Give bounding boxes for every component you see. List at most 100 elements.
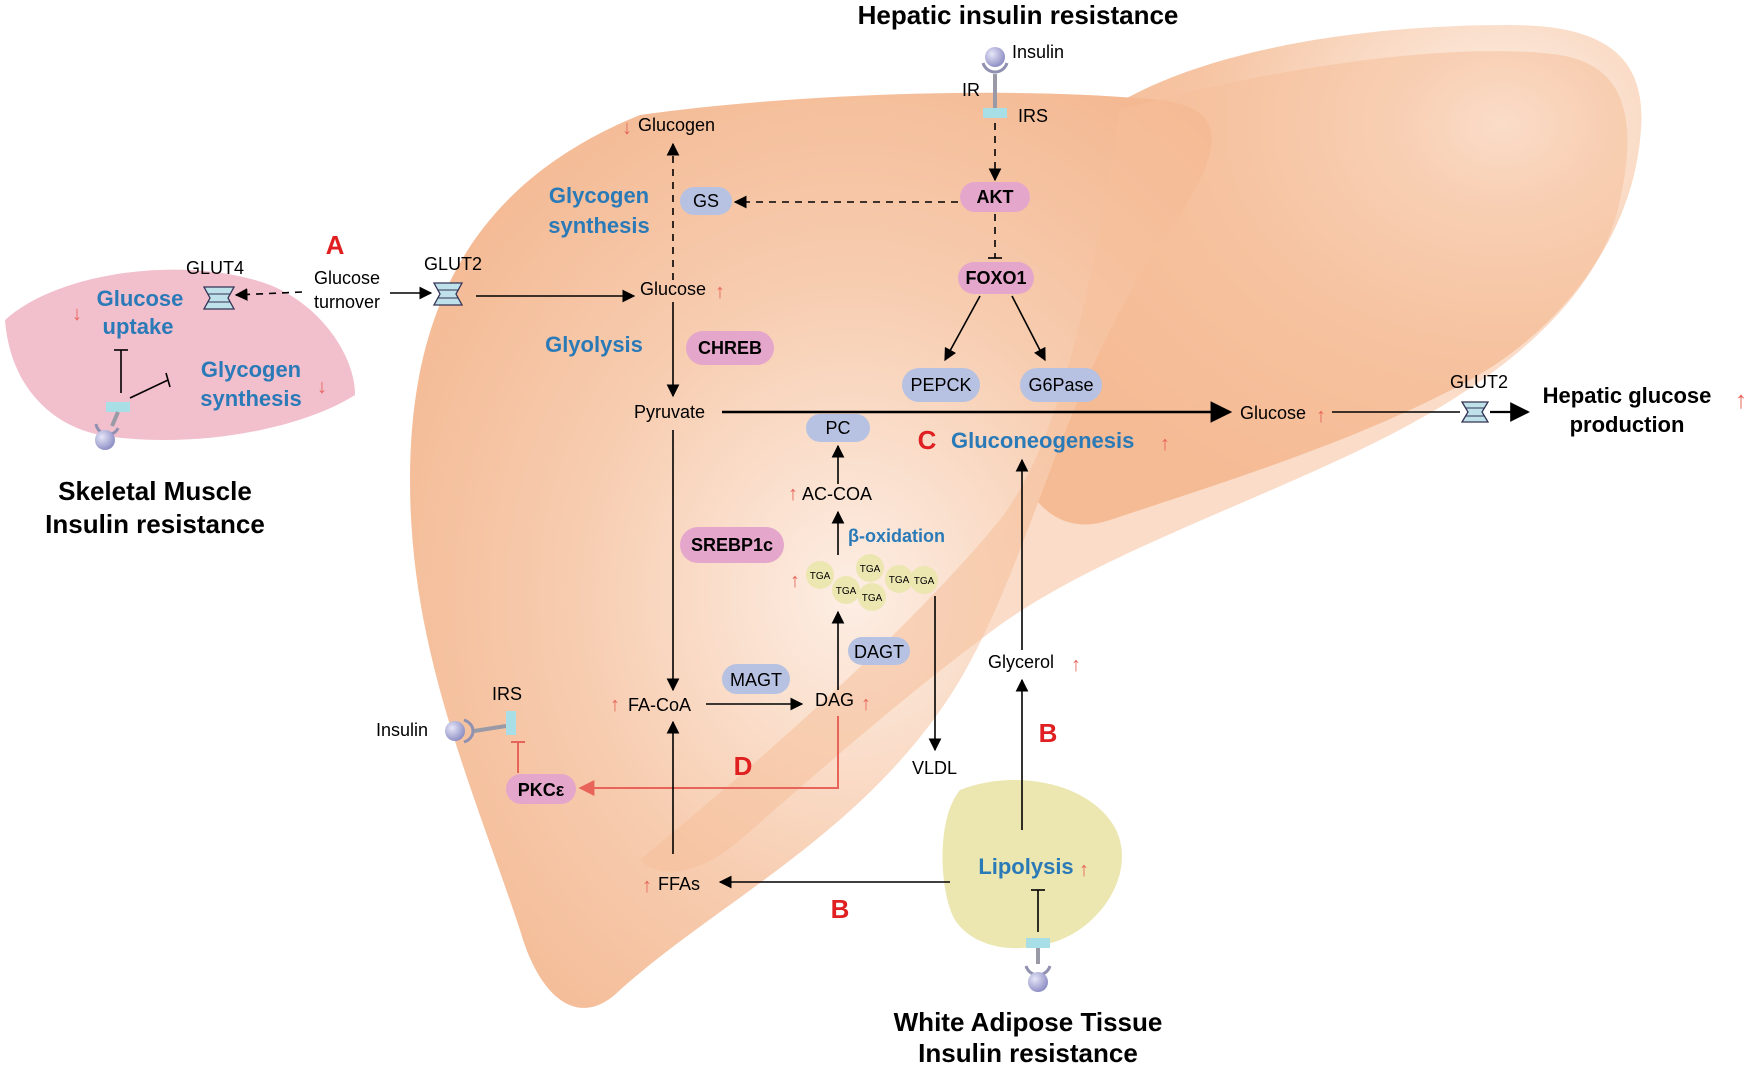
tga-label-4: TGA	[862, 593, 883, 604]
akt-pill	[960, 182, 1030, 212]
muscle-glycogen-bar	[165, 372, 171, 388]
facoa-up-arrow: ↑	[610, 694, 620, 716]
glucose-uptake-down-arrow: ↓	[72, 303, 82, 325]
glucose-turnover-l2: turnover	[314, 292, 380, 312]
dag-up-arrow: ↑	[861, 693, 871, 715]
tga-up-arrow: ↑	[790, 570, 800, 592]
glucose-out-up-arrow: ↑	[1316, 405, 1326, 427]
accoa-up-arrow: ↑	[788, 483, 798, 505]
gluconeogenesis-up-arrow: ↑	[1160, 433, 1170, 455]
muscle-title-line1: Skeletal Muscle	[58, 476, 252, 506]
ffas-label: FFAs	[658, 874, 700, 894]
liver-body	[640, 51, 1628, 872]
magt-pill	[722, 664, 790, 694]
tga-label-2: TGA	[836, 586, 857, 597]
adipose-insulin-ligand-icon	[1028, 972, 1048, 992]
ac-coa-label: AC-COA	[802, 484, 872, 504]
tga-label-6: TGA	[914, 576, 935, 587]
liver-glycogen-synthesis-l2: synthesis	[548, 213, 650, 238]
muscle-glucose-uptake-l1: Glucose	[97, 286, 184, 311]
g6pase-pill	[1020, 368, 1102, 402]
glut2-right-label: GLUT2	[1450, 372, 1508, 392]
glucose-out-label: Glucose	[1240, 403, 1306, 423]
adipose-title-line2: Insulin resistance	[918, 1038, 1138, 1068]
left-receptor-stem	[473, 724, 507, 733]
irs-block-icon	[983, 108, 1007, 118]
irs-top-label: IRS	[1018, 106, 1048, 126]
gluconeogenesis-label: Gluconeogenesis	[951, 428, 1134, 453]
hepatic-output-up-arrow: ↑	[1735, 387, 1747, 414]
dagt-label: DAGT	[854, 642, 904, 662]
glucose-mid-up-arrow: ↑	[715, 281, 725, 303]
muscle-glycogen-down-arrow: ↓	[317, 376, 327, 398]
gs-label: GS	[693, 191, 719, 211]
irs-left-block-icon	[506, 711, 516, 735]
glycerol-label: Glycerol	[988, 652, 1054, 672]
g6pase-label: G6Pase	[1028, 375, 1093, 395]
marker-b-ffas: B	[831, 894, 850, 924]
insulin-ligand-icon	[985, 47, 1005, 67]
muscle-receptor-stem	[110, 411, 120, 427]
srebp1c-pill	[680, 527, 784, 563]
tga-label-5: TGA	[889, 575, 910, 586]
tga-label-3: TGA	[860, 564, 881, 575]
akt-label: AKT	[977, 187, 1014, 207]
hepatic-output-l2: production	[1570, 412, 1685, 437]
insulin-left-ligand-icon	[445, 721, 465, 741]
insulin-left-receptor-icon	[463, 718, 475, 744]
magt-label: MAGT	[730, 670, 782, 690]
lipolysis-up-arrow: ↑	[1079, 859, 1089, 881]
pepck-pill	[902, 368, 980, 402]
marker-b-glycerol: B	[1039, 718, 1058, 748]
irs-left-label: IRS	[492, 684, 522, 704]
muscle-glycogen-l2: synthesis	[200, 386, 302, 411]
white-adipose-tissue	[942, 780, 1122, 949]
muscle-glycogen-l1: Glycogen	[201, 357, 301, 382]
srebp1c-label: SREBP1c	[691, 535, 773, 555]
pkce-label: PKCε	[518, 780, 565, 800]
glucose-turnover-l1: Glucose	[314, 268, 380, 288]
pc-pill	[806, 414, 870, 442]
ffas-up-arrow: ↑	[642, 875, 652, 897]
marker-d: D	[734, 751, 753, 781]
glucose-mid-label: Glucose	[640, 279, 706, 299]
beta-oxidation-label: β-oxidation	[848, 526, 945, 546]
glut4-transporter-icon	[202, 286, 236, 310]
muscle-insulin-ligand-icon	[95, 430, 115, 450]
liver-left-lobe	[410, 92, 1212, 1008]
insulin-top-label: Insulin	[1012, 42, 1064, 62]
gs-pill	[680, 187, 732, 215]
glycolysis-label: Glyolysis	[545, 332, 643, 357]
chreb-pill	[686, 331, 774, 365]
glut2-left-transporter-icon	[432, 282, 464, 306]
dag-label: DAG	[815, 690, 854, 710]
glucogen-label: Glucogen	[638, 115, 715, 135]
fa-coa-label: FA-CoA	[628, 695, 691, 715]
glut2-left-label: GLUT2	[424, 254, 482, 274]
foxo1-label: FOXO1	[965, 268, 1026, 288]
vldl-label: VLDL	[912, 758, 957, 778]
ir-label: IR	[962, 80, 980, 100]
pc-label: PC	[825, 418, 850, 438]
pkce-pill	[506, 774, 576, 804]
dagt-pill	[848, 637, 910, 665]
skeletal-muscle-tissue	[5, 269, 355, 441]
insulin-receptor-icon	[981, 62, 1009, 74]
turnover-glut4-arrow	[234, 288, 303, 301]
chreb-label: CHREB	[698, 338, 762, 358]
glut2-right-transporter-icon	[1460, 401, 1490, 423]
liver-glycogen-synthesis-l1: Glycogen	[549, 183, 649, 208]
glucogen-down-arrow: ↓	[622, 117, 632, 139]
foxo1-pepck-arrow	[944, 295, 981, 362]
dag-pkce-arrow	[578, 716, 839, 796]
tga-label-1: TGA	[810, 571, 831, 582]
marker-a: A	[326, 230, 345, 260]
muscle-glucose-uptake-l2: uptake	[103, 314, 174, 339]
pyruvate-label: Pyruvate	[634, 402, 705, 422]
pepck-label: PEPCK	[910, 375, 971, 395]
marker-c: C	[918, 425, 937, 455]
muscle-title-line2: Insulin resistance	[45, 509, 265, 539]
foxo1-g6pase-arrow	[1011, 295, 1046, 362]
lipolysis-label: Lipolysis	[978, 854, 1073, 879]
